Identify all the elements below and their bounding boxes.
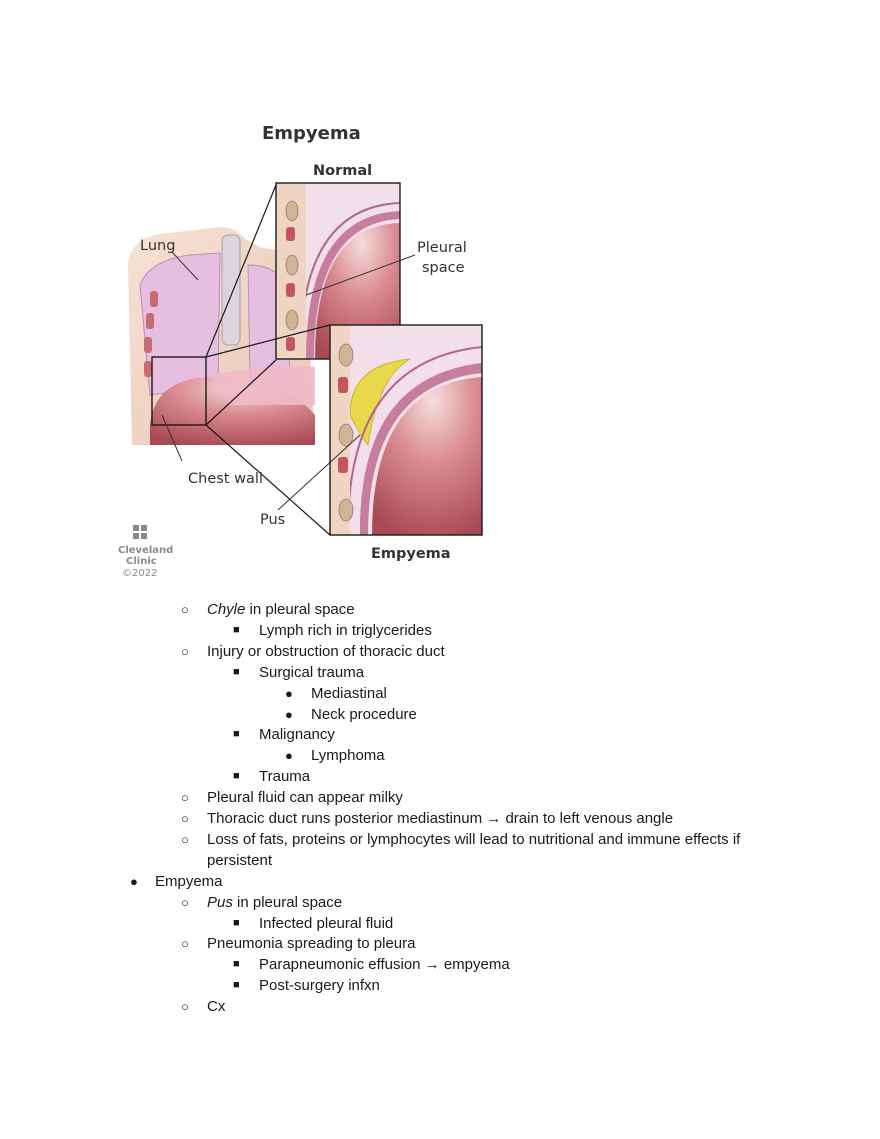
list-bullet: ● [285, 685, 293, 701]
list-item-body: Pneumonia spreading to pleura [207, 935, 416, 953]
list-item-emphasis: Pus [207, 893, 233, 911]
list-item-body: Trauma [259, 768, 311, 786]
list-bullet: ■ [233, 958, 240, 971]
list-item-body: in pleural space [232, 893, 343, 911]
list-item-body: Infected pleural fluid [259, 914, 394, 932]
list-item: ■ Malignancy [0, 724, 880, 745]
list-item-body: Empyema [155, 872, 223, 890]
list-item-body: in pleural space [245, 601, 355, 618]
list-item: ● Mediastinal [0, 683, 880, 704]
list-item-text: Cx [207, 996, 225, 1017]
list-item-text: Trauma [259, 766, 310, 787]
logo-line-2: Clinic [126, 556, 157, 567]
list-item-emphasis: Chyle [207, 601, 246, 618]
logo-year: ©2022 [122, 568, 157, 579]
list-bullet: ■ [233, 728, 240, 741]
list-item: ○ Thoracic duct runs posterior mediastinu… [0, 808, 880, 829]
list-bullet: ● [285, 748, 293, 764]
list-item-text: Thoracic duct runs posterior mediastinum… [207, 808, 673, 829]
list-item: ■ Infected pleural fluid [0, 913, 880, 934]
list-bullet: ■ [233, 979, 240, 992]
list-item-body: Lymphoma [311, 747, 385, 765]
list-item: ○ Pneumonia spreading to pleura [0, 933, 880, 954]
pleural-space-label-line1: Pleural [417, 240, 467, 256]
list-item-body: Malignancy [259, 726, 335, 744]
list-item-text: Mediastinal [311, 683, 387, 704]
list-item-text: Pneumonia spreading to pleura [207, 933, 415, 954]
list-item-text: Neck procedure [311, 704, 417, 725]
list-bullet: ○ [181, 936, 189, 952]
list-item: ■ Parapneumonic effusion → empyema [0, 954, 880, 975]
list-bullet: ■ [233, 770, 240, 783]
list-bullet: ■ [233, 916, 240, 929]
list-item-body: Post-surgery infxn [259, 977, 380, 995]
pus-label: Pus [260, 512, 285, 528]
list-item-text: persistent [207, 850, 272, 871]
list-item-body: Cx [207, 998, 226, 1016]
list-item: ○ Cx [0, 996, 880, 1017]
list-item-text: Parapneumonic effusion → empyema [259, 954, 510, 975]
pleural-space-label-line2: space [422, 260, 465, 276]
list-item: ○ Chyle in pleural space [0, 599, 880, 620]
list-bullet: ○ [181, 811, 189, 826]
list-item: ○ Loss of fats, proteins or lymphocytes w… [0, 829, 880, 850]
list-item-body: Neck procedure [311, 705, 417, 723]
list-item-text: Loss of fats, proteins or lymphocytes wi… [207, 829, 740, 850]
list-item-text: Empyema [155, 871, 223, 892]
figure-title: Empyema [262, 123, 361, 144]
list-item-body: Injury or obstruction of thoracic duct [207, 642, 445, 660]
chest-wall-label: Chest wall [188, 471, 263, 487]
list-item: ■ Surgical trauma [0, 662, 880, 683]
list-bullet: ○ [181, 894, 189, 910]
list-bullet: ● [130, 873, 138, 889]
list-bullet: ● [285, 706, 293, 722]
list-item-body: Parapneumonic effusion → empyema [259, 956, 510, 974]
normal-label: Normal [313, 163, 372, 179]
list-item-body: Lymph rich in triglycerides [259, 621, 432, 639]
list-item: ○ Pus in pleural space [0, 892, 880, 913]
list-bullet: ○ [181, 999, 189, 1015]
list-bullet: ■ [233, 665, 240, 678]
list-item-body: persistent [207, 851, 273, 869]
list-item: ○ Injury or obstruction of thoracic duct [0, 641, 880, 662]
list-bullet: ○ [181, 831, 189, 847]
list-item: ■ Lymph rich in triglycerides [0, 620, 880, 641]
list-item: ● Lymphoma [0, 745, 880, 766]
empyema-illustration: Empyema Normal [110, 115, 510, 585]
list-item-text: Pus in pleural space [207, 892, 342, 913]
list-item-text: Pleural fluid can appear milky [207, 787, 403, 808]
list-item-body: Surgical trauma [259, 663, 365, 681]
list-item-body: Mediastinal [311, 684, 387, 702]
list-item-body: Pleural fluid can appear milky [207, 789, 403, 807]
list-item-body: Thoracic duct runs posterior mediastinum… [207, 810, 674, 827]
list-item-text: Infected pleural fluid [259, 913, 393, 934]
list-item-text: Post-surgery infxn [259, 975, 380, 996]
logo-line-1: Cleveland [118, 545, 173, 556]
empyema-inset [329, 324, 483, 536]
lung-label: Lung [140, 238, 175, 254]
list-item-text: Surgical trauma [259, 662, 364, 683]
list-bullet: ■ [233, 623, 240, 636]
list-item-text: Lymph rich in triglycerides [259, 620, 432, 641]
list-item-text: Lymphoma [311, 745, 385, 766]
cleveland-clinic-logo: Cleveland Clinic ©2022 [118, 525, 173, 579]
list-item-text: Injury or obstruction of thoracic duct [207, 641, 445, 662]
list-item-body: Loss of fats, proteins or lymphocytes wi… [207, 830, 741, 848]
list-item: persistent [0, 850, 880, 871]
list-item-text: Malignancy [259, 724, 335, 745]
zoom-region-box [151, 356, 207, 426]
list-item-text: Chyle in pleural space [207, 599, 355, 620]
empyema-diagram-svg: Empyema Normal [118, 123, 483, 579]
list-item: ○ Pleural fluid can appear milky [0, 787, 880, 808]
empyema-inset-label: Empyema [371, 546, 451, 562]
list-bullet: ○ [181, 790, 189, 806]
list-item: ■ Trauma [0, 766, 880, 787]
cleveland-clinic-logo-icon [133, 525, 147, 539]
list-bullet: ○ [181, 643, 189, 659]
list-bullet: ○ [181, 602, 189, 617]
list-item: ■ Post-surgery infxn [0, 975, 880, 996]
list-item: ● Neck procedure [0, 704, 880, 725]
list-item: ● Empyema [0, 871, 880, 892]
